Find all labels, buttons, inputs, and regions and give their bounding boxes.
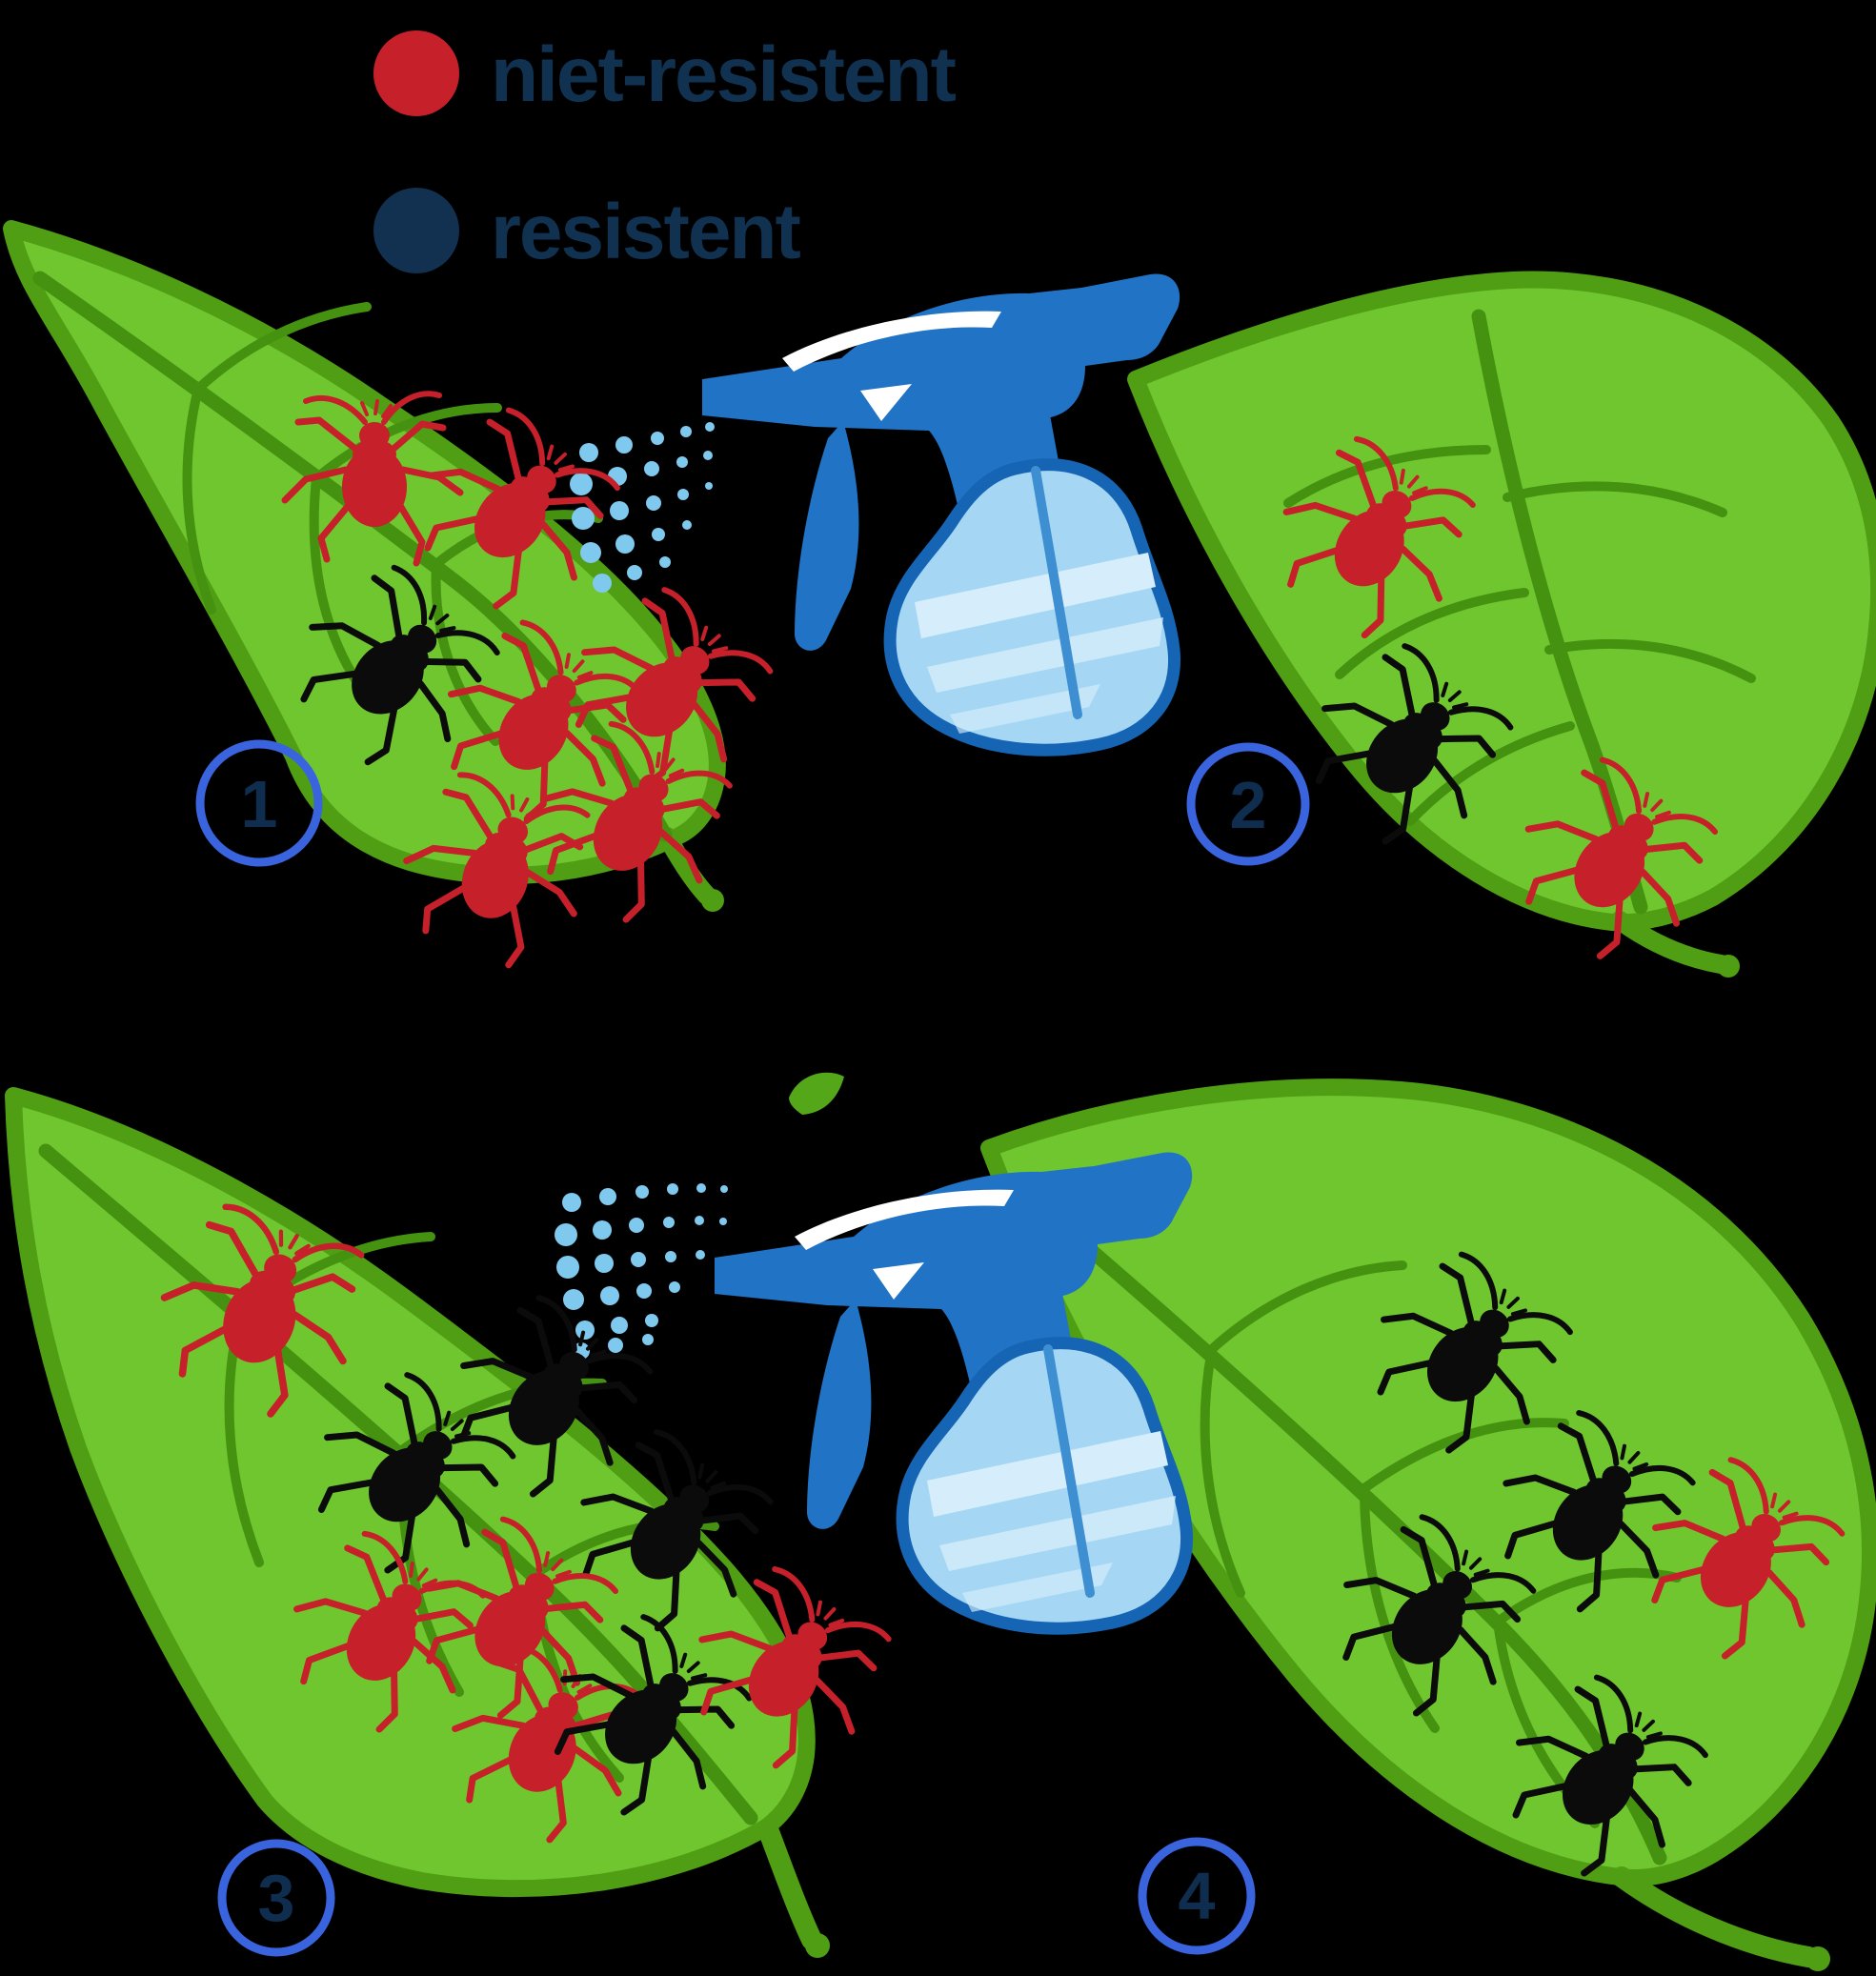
leaf-3-stem (757, 1819, 822, 1950)
leaf-1-stem-foot (701, 889, 724, 912)
legend-label-resistent: resistent (491, 189, 801, 275)
legend-dot-niet-resistent (373, 30, 459, 116)
leaf-2-blade (1127, 271, 1876, 932)
spray-bottle-2 (715, 1152, 1192, 1628)
panel-3-circle (217, 1839, 335, 1957)
panel-1-circle (195, 739, 323, 867)
legend: niet-resistent resistent (373, 30, 958, 275)
leaf-4-blade (980, 1079, 1876, 1886)
leaf-2 (1127, 271, 1876, 978)
panel-2-badge: 2 (1186, 742, 1310, 866)
leaf-sprig (789, 1072, 844, 1115)
panel-1-number: 1 (241, 767, 278, 841)
leaf-3 (5, 1087, 830, 1958)
leaf-2-stem-foot (1717, 955, 1740, 978)
leaf-4-stem (1611, 1866, 1819, 1967)
leaf-2-stem (1610, 911, 1730, 974)
spray-mist-2 (555, 1183, 728, 1360)
panel-1-badge: 1 (195, 739, 323, 867)
legend-dot-resistent (373, 188, 459, 273)
leaf-4 (980, 1079, 1876, 1971)
panel-2-number: 2 (1230, 768, 1267, 842)
leaf-2-veins (1283, 445, 1756, 826)
leaf-3-stem-foot (805, 1933, 830, 1958)
leaf-4-stem-foot (1805, 1946, 1830, 1971)
panel-4-number: 4 (1179, 1859, 1216, 1933)
leaf-3-veins (224, 1232, 719, 1783)
legend-label-niet-resistent: niet-resistent (491, 31, 957, 118)
panel-3-badge: 3 (217, 1839, 335, 1957)
panel-4-badge: 4 (1138, 1837, 1256, 1955)
panel-4-circle (1138, 1837, 1256, 1955)
spray-bottle-1 (702, 273, 1180, 750)
panel-3-number: 3 (258, 1861, 295, 1935)
panel-2-circle (1186, 742, 1310, 866)
spray-mist-1 (570, 422, 715, 593)
